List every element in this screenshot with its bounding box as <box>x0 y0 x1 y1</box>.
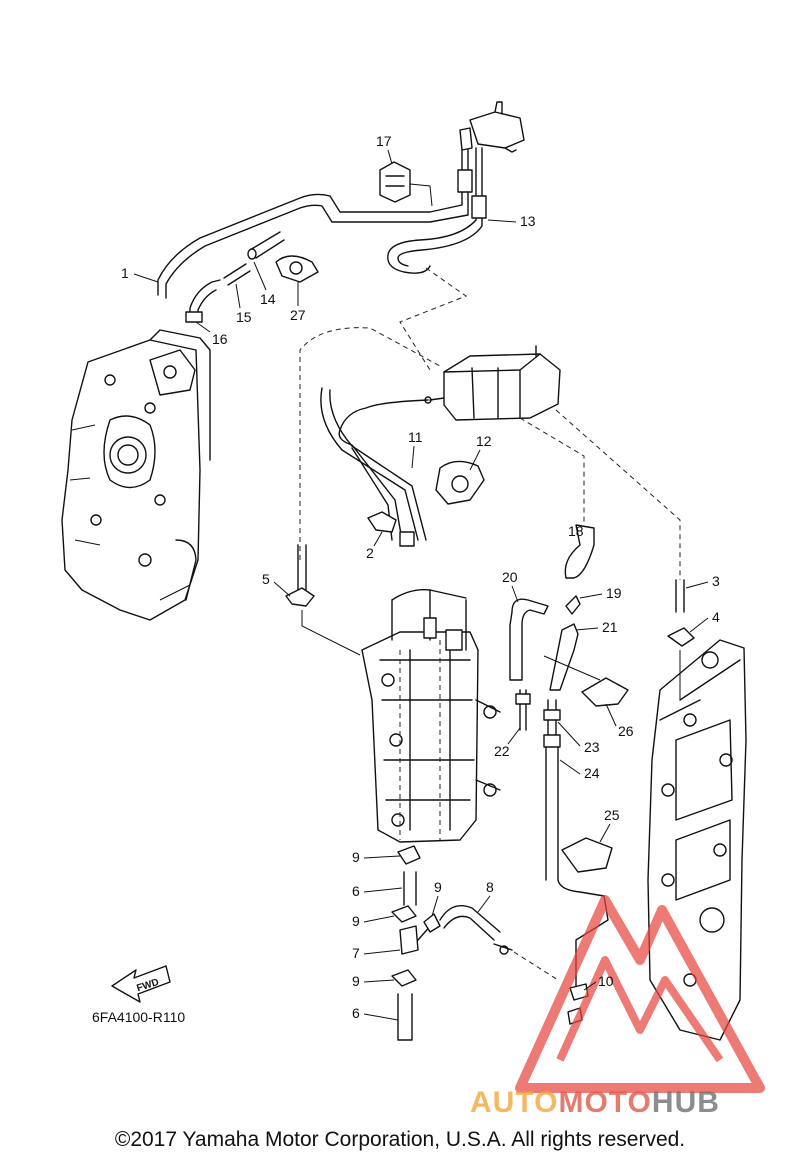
callout-25: 25 <box>604 807 620 823</box>
clip-27 <box>275 255 319 283</box>
clamp-4 <box>667 627 695 647</box>
callout-14: 14 <box>260 291 276 307</box>
callout-23: 23 <box>584 739 600 755</box>
callout-8: 8 <box>486 879 494 895</box>
callout-9c: 9 <box>434 879 442 895</box>
fuel-hose-assembly <box>391 845 559 1041</box>
callout-2: 2 <box>366 545 374 561</box>
clip-12 <box>435 460 485 505</box>
callout-9a: 9 <box>352 849 360 865</box>
copyright-notice: ©2017 Yamaha Motor Corporation, U.S.A. A… <box>114 1128 686 1151</box>
callout-12: 12 <box>476 433 492 449</box>
callout-24: 24 <box>584 765 600 781</box>
callout-7: 7 <box>352 945 360 961</box>
clamp-5 <box>285 587 315 607</box>
callout-6b: 6 <box>352 1005 360 1021</box>
callout-13: 13 <box>520 213 536 229</box>
callout-21: 21 <box>602 619 618 635</box>
hose-16 <box>189 279 221 321</box>
watermark-moto: MOTO <box>558 1086 651 1119</box>
right-engine-block <box>647 639 747 1041</box>
clip-17 <box>379 161 411 203</box>
charcoal-canister <box>424 345 561 421</box>
hose-11 <box>338 399 429 541</box>
watermark-triangle <box>515 895 765 1093</box>
callouts: 1 2 3 4 5 6 6 7 8 9 9 9 9 10 11 12 13 14 <box>121 133 720 1021</box>
callout-9d: 9 <box>352 973 360 989</box>
clamp-2 <box>367 511 397 533</box>
callout-26: 26 <box>618 723 634 739</box>
callout-4: 4 <box>712 609 720 625</box>
callout-5: 5 <box>262 571 270 587</box>
callout-9b: 9 <box>352 913 360 929</box>
fwd-arrow-icon: FWD <box>111 965 171 1003</box>
clip-26 <box>581 677 629 707</box>
vapor-separator <box>361 589 501 843</box>
watermark-wordmark: AUTOMOTOHUB <box>470 1086 720 1119</box>
hose-1 <box>157 189 463 296</box>
callout-6a: 6 <box>352 883 360 899</box>
callout-20: 20 <box>502 569 518 585</box>
left-engine-block <box>61 329 211 621</box>
watermark-logo <box>515 895 765 1093</box>
callout-16: 16 <box>212 331 228 347</box>
callout-18: 18 <box>568 523 584 539</box>
clip-25 <box>561 837 613 873</box>
hose-13 <box>387 209 477 274</box>
solenoid-valve <box>459 101 525 196</box>
callout-15: 15 <box>236 309 252 325</box>
callout-27: 27 <box>290 307 306 323</box>
callout-22: 22 <box>494 743 510 759</box>
hose-14 <box>249 231 285 259</box>
watermark-auto: AUTO <box>470 1086 558 1119</box>
callout-11: 11 <box>408 429 423 445</box>
callout-10: 10 <box>598 973 614 989</box>
callout-3: 3 <box>712 573 720 589</box>
diagram-code: 6FA4100-R110 <box>92 1009 185 1025</box>
callout-1: 1 <box>121 265 129 281</box>
callout-19: 19 <box>606 585 622 601</box>
callout-17: 17 <box>376 133 392 149</box>
watermark-hub: HUB <box>652 1086 720 1119</box>
fitting-15 <box>223 263 251 286</box>
